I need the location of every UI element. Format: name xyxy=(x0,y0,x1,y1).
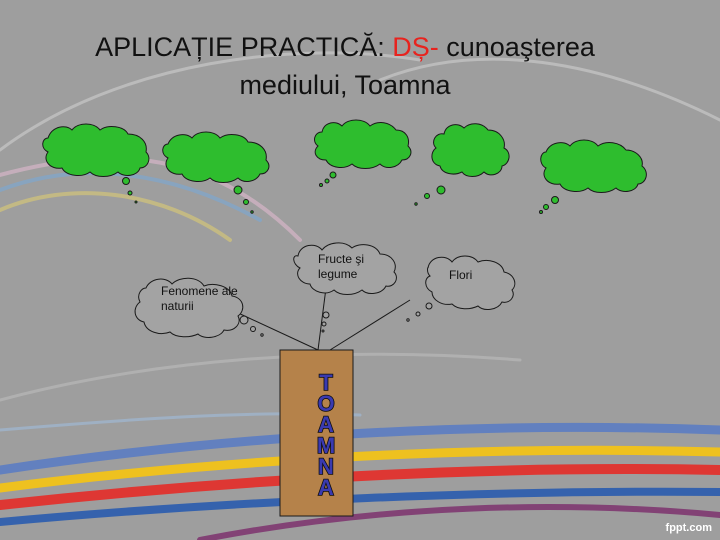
cloud-green-3[interactable] xyxy=(314,119,412,169)
trunk-letter-1: T xyxy=(319,370,333,395)
label-flori: Flori xyxy=(449,268,473,282)
title-accent: DȘ- xyxy=(392,32,439,62)
cloud-fructe[interactable] xyxy=(293,242,397,295)
trunk-word: T O A M N A xyxy=(316,369,336,501)
cloud-green-1[interactable] xyxy=(42,123,150,177)
trunk-letter-5: N xyxy=(318,454,334,479)
trunk xyxy=(279,349,354,517)
trunk-letter-3: A xyxy=(318,412,334,437)
footer-brand: fppt.com xyxy=(665,522,712,534)
cloud-green-1-dots xyxy=(122,177,138,204)
cloud-flori[interactable] xyxy=(425,255,516,310)
cloud-fenomene[interactable] xyxy=(134,277,244,338)
trunk-letter-6: A xyxy=(318,475,334,500)
page-title-line-2: mediului, Toamna xyxy=(239,70,451,100)
cloud-fructe-dots xyxy=(321,311,330,333)
cloud-green-5[interactable] xyxy=(540,139,647,193)
label-fenomene: Fenomene ale naturii xyxy=(161,284,238,313)
cloud-green-5-dots xyxy=(539,196,559,214)
cloud-fenomene-dots xyxy=(239,315,264,337)
cloud-green-3-dots xyxy=(319,171,337,187)
trunk-letter-2: O xyxy=(317,391,334,416)
cloud-green-4[interactable] xyxy=(431,123,510,177)
title-suffix: cunoaşterea xyxy=(446,32,595,62)
label-fructe: Fructe şi legume xyxy=(318,252,365,281)
page-title-line-1: APLICAȚIE PRACTICĂ: DȘ- cunoaşterea xyxy=(0,32,705,63)
title-prefix: APLICAȚIE PRACTICĂ: xyxy=(95,32,385,62)
cloud-green-2[interactable] xyxy=(162,131,270,183)
cloud-green-2-dots xyxy=(233,185,254,214)
trunk-letter-4: M xyxy=(317,433,335,458)
cloud-flori-dots xyxy=(406,302,433,322)
cloud-green-4-dots xyxy=(414,185,446,206)
